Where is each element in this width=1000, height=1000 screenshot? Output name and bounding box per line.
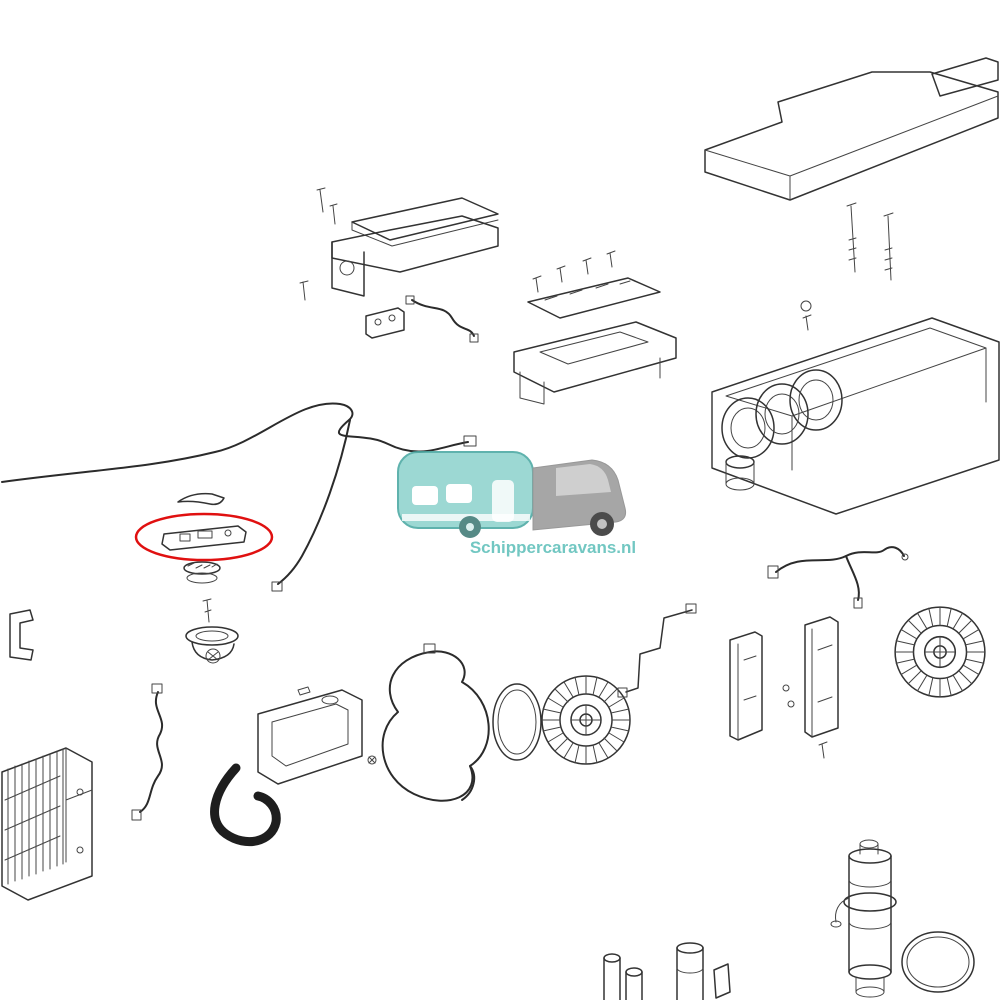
blower-wheel-right — [894, 606, 986, 698]
mounting-frame — [257, 686, 377, 785]
small-bracket-bottom — [713, 963, 731, 999]
wiring-right-top — [767, 546, 909, 609]
left-edge-bracket — [9, 609, 34, 661]
small-screw — [202, 598, 212, 623]
highlight-marker — [134, 512, 274, 562]
grommet-assembly — [185, 626, 239, 664]
curved-hose — [210, 763, 281, 847]
watermark-logo: Schippercaravans.nl — [397, 451, 636, 557]
top-cover-panel — [704, 57, 999, 201]
long-supply-cable — [1, 402, 477, 592]
watermark-window-2 — [446, 484, 472, 503]
red-highlight-ellipse — [134, 512, 274, 562]
wire-harness-left — [131, 683, 163, 821]
watermark-wheel-right-hub — [597, 519, 607, 529]
canister-part — [676, 942, 704, 1000]
clamp-ring — [492, 683, 542, 761]
small-fasteners-right — [800, 300, 812, 331]
highlighted-latch-part — [161, 525, 247, 551]
watermark-text: Schippercaravans.nl — [470, 538, 636, 557]
control-unit-lid-assembly — [299, 187, 499, 301]
wire-loop-center — [381, 643, 490, 802]
blower-wheel-center — [541, 675, 631, 765]
bushing-pair — [603, 953, 643, 1000]
bracket-wire-frame — [617, 603, 697, 698]
mounting-screws-right — [846, 202, 894, 281]
side-panel-rear — [804, 616, 839, 759]
main-housing-with-fan-inlets — [711, 317, 1000, 515]
evaporator-coil — [1, 747, 93, 901]
washer-stack — [183, 561, 221, 584]
watermark-windshield — [556, 464, 611, 496]
watermark-door — [492, 480, 514, 522]
o-ring-large — [901, 931, 975, 993]
watermark-wheel-left-hub — [466, 523, 474, 531]
control-pcb-and-wires — [365, 295, 479, 343]
pcb-tray-assembly — [513, 250, 677, 405]
clip-bracket — [177, 492, 225, 506]
side-panel-front — [729, 631, 795, 741]
motor-pump-assembly — [830, 839, 897, 998]
watermark-window-1 — [412, 486, 438, 505]
